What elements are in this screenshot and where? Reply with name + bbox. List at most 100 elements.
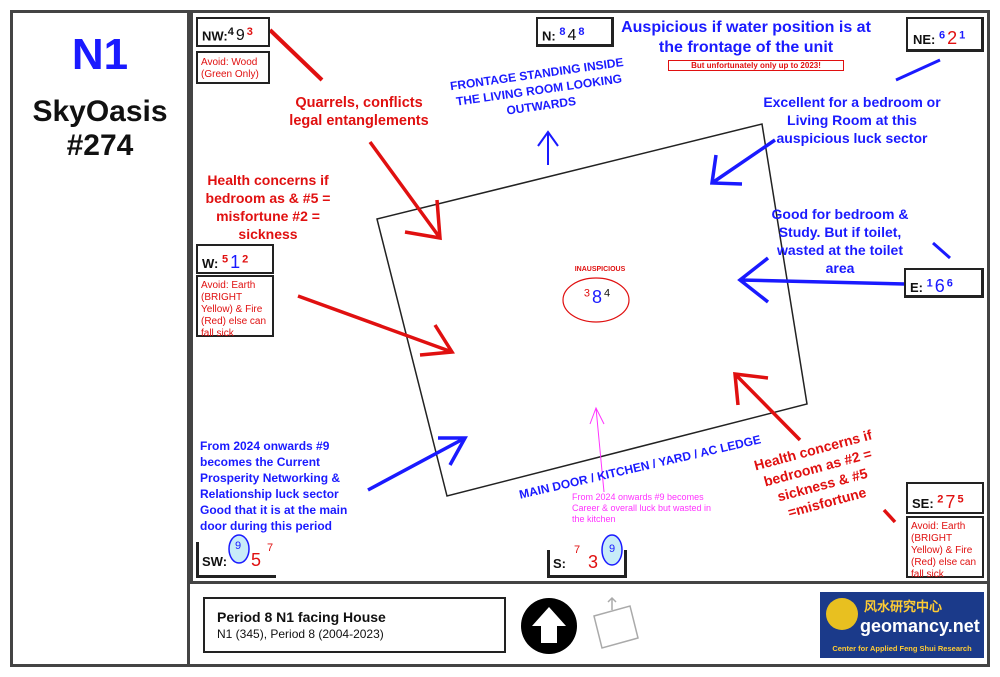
floor-plan-outline xyxy=(376,123,808,497)
info-title: Period 8 N1 facing House xyxy=(217,609,386,625)
unit-code: N1 xyxy=(71,30,129,79)
outer-frame xyxy=(10,10,990,667)
sector-w-n3: 2 xyxy=(242,253,249,266)
sector-w-avoid-box: Avoid: Earth (BRIGHT Yellow) & Fire (Red… xyxy=(196,275,274,339)
sector-se-n2: 7 xyxy=(945,492,956,512)
sector-se-avoid: Avoid: Earth (BRIGHT Yellow) & Fire (Red… xyxy=(911,521,977,580)
nw-quarrels-note: Quarrels, conflicts legal entanglements xyxy=(289,95,429,129)
info-box: Period 8 N1 facing House N1 (345), Perio… xyxy=(203,597,506,653)
center-oval xyxy=(562,277,630,323)
e-bedroom-note: Good for bedroom & Study. But if toilet,… xyxy=(771,206,909,276)
logo-cn: 风水研究中心 xyxy=(864,599,943,614)
sector-ne-n2: 2 xyxy=(947,28,958,48)
s-arrow xyxy=(589,406,605,493)
logo-brand: geomancy.net xyxy=(860,616,980,636)
center-label: INAUSPICIOUS xyxy=(574,266,626,273)
sector-nw-avoid: Avoid: Wood (Green Only) xyxy=(201,57,259,80)
sector-sw: SW: 9 5 7 xyxy=(196,540,276,578)
info-subtitle: N1 (345), Period 8 (2004-2023) xyxy=(217,627,384,641)
sector-w-label: W: xyxy=(202,256,219,271)
north-water-sub: But unfortunately only up to 2023! xyxy=(668,60,844,71)
frontage-arrow xyxy=(537,130,559,165)
sector-nw-label: NW: xyxy=(202,28,228,44)
logo: 风水研究中心 geomancy.net Center for Applied F… xyxy=(820,592,984,658)
sector-e-n3: 6 xyxy=(946,277,953,290)
sector-nw-n1: 4 xyxy=(227,26,234,38)
sector-sw-n3: 7 xyxy=(267,542,274,554)
sector-ne-n3: 1 xyxy=(959,29,966,42)
bottom-bar xyxy=(190,581,987,664)
nw-arrow-2 xyxy=(368,140,442,241)
sector-s-n2: 3 xyxy=(588,552,599,572)
sector-e-label: E: xyxy=(910,280,923,295)
sector-s-n1: 7 xyxy=(574,544,581,556)
logo-tagline: Center for Applied Feng Shui Research xyxy=(832,644,972,653)
w-health-note: Health concerns if bedroom as & #5 = mis… xyxy=(205,172,331,242)
sector-nw-n2: 9 xyxy=(235,27,245,45)
ne-tick xyxy=(895,58,941,82)
center-n3: 4 xyxy=(604,287,611,300)
yin-yang-icon xyxy=(826,598,858,630)
s-2024-note: From 2024 onwards #9 becomes Career & ov… xyxy=(572,492,712,524)
sector-se-n1: 2 xyxy=(937,493,944,506)
rotated-plan-icon xyxy=(593,596,639,649)
plan-area xyxy=(190,13,987,581)
sector-e-n1: 1 xyxy=(926,277,933,290)
sector-n-n3: 8 xyxy=(578,26,585,38)
sector-s-n3: 9 xyxy=(609,543,616,555)
sector-n-n1: 8 xyxy=(559,26,566,38)
sector-e-n2: 6 xyxy=(934,276,945,296)
unit-name-line2: #274 xyxy=(66,129,134,162)
sector-w-n1: 5 xyxy=(222,253,229,266)
sector-sw-n2: 5 xyxy=(251,550,262,570)
sector-sw-n1: 9 xyxy=(235,540,242,552)
sector-se-label: SE: xyxy=(912,496,934,511)
sector-nw-n3: 3 xyxy=(246,26,253,38)
sector-ne-n1: 6 xyxy=(939,29,946,42)
north-water-note: Auspicious if water position is at the f… xyxy=(621,19,871,56)
unit-name: SkyOasis #274 xyxy=(10,95,190,163)
sector-n-n2: 4 xyxy=(567,27,577,45)
se-tick xyxy=(882,508,897,524)
e-tick xyxy=(932,241,951,260)
sector-w-n2: 1 xyxy=(230,252,241,272)
sw-arrow xyxy=(367,436,468,492)
w-arrow xyxy=(297,294,455,357)
left-panel xyxy=(10,10,190,667)
sector-se-avoid-box: Avoid: Earth (BRIGHT Yellow) & Fire (Red… xyxy=(906,516,984,580)
ne-bedroom-note: Excellent for a bedroom or Living Room a… xyxy=(763,94,941,146)
sw-oval xyxy=(228,534,250,564)
sector-s: S: 7 3 9 xyxy=(547,543,627,578)
s-oval xyxy=(601,534,623,566)
center-n2: 8 xyxy=(591,287,602,307)
nw-arrow xyxy=(268,28,324,82)
sector-w-avoid: Avoid: Earth (BRIGHT Yellow) & Fire (Red… xyxy=(201,280,267,339)
unit-name-line1: SkyOasis xyxy=(32,95,168,128)
sector-nw-avoid-box: Avoid: Wood (Green Only) xyxy=(196,51,270,84)
e-arrow xyxy=(737,256,906,304)
sector-se-n3: 5 xyxy=(957,493,964,506)
center-n1: 3 xyxy=(583,287,590,300)
sw-2024-note: From 2024 onwards #9 becomes the Current… xyxy=(200,439,348,533)
se-arrow xyxy=(733,372,802,442)
sector-ne-label: NE: xyxy=(913,32,936,47)
north-arrow-icon xyxy=(521,598,577,654)
sector-sw-label: SW: xyxy=(202,554,228,569)
ne-arrow xyxy=(709,138,776,186)
sector-n-label: N: xyxy=(542,28,556,44)
sector-s-label: S: xyxy=(553,556,566,571)
